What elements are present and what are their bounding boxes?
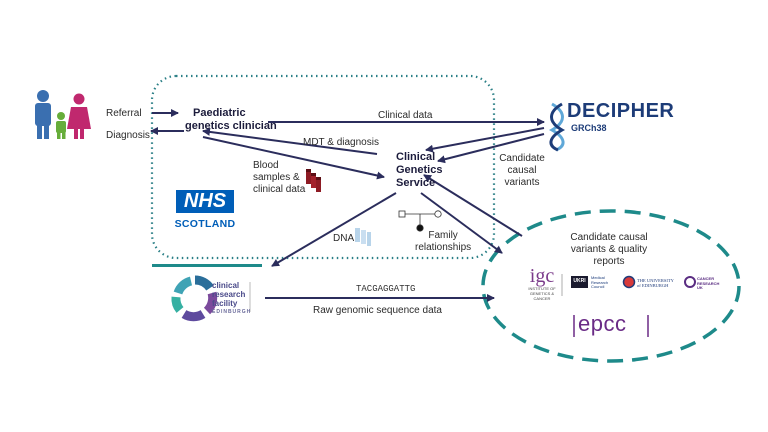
arrow-mdt-diagnosis (202, 127, 378, 155)
candidate-line2: causal (507, 165, 537, 176)
cruk-logo: CANCER RESEARCH UK (697, 276, 720, 291)
clinical-genetics-line1: Clinical (396, 151, 436, 163)
dna-tube-icon (355, 228, 371, 246)
candidate-quality-label: Candidate causal variants & quality repo… (563, 232, 655, 268)
grch38-label: GRCh38 (571, 123, 607, 133)
arrow-quality-reports (423, 174, 523, 237)
clinical-genetics-line3: Service (396, 177, 436, 189)
candidate-variants-label: Candidate causal variants (496, 153, 548, 189)
uoe-line2: of EDINBURGH (637, 283, 669, 288)
igc-logo-text: igc (529, 265, 555, 287)
analysis-partners-boundary (481, 209, 741, 363)
sequence-label: TACGAGGATTG (356, 284, 416, 294)
mdt-diagnosis-label: MDT & diagnosis (303, 137, 379, 148)
uoe-line1: THE UNIVERSITY (637, 278, 674, 283)
candidate-quality-line2: variants & quality (570, 244, 648, 255)
uoe-logo: THE UNIVERSITY of EDINBURGH (637, 278, 674, 288)
crf-line2: research (212, 290, 246, 299)
cruk-icon (684, 276, 696, 288)
cruk-line3: UK (697, 285, 703, 290)
candidate-line3: variants (504, 177, 540, 188)
arrow-dna (271, 192, 397, 267)
mrc-line1: Medical (591, 275, 605, 280)
igc-sub1: INSTITUTE OF (528, 286, 556, 291)
hospital-boundary (150, 74, 496, 260)
paediatric-clinician-node: Paediatric genetics clinician (185, 107, 277, 133)
paediatric-clinician-line1: Paediatric (193, 107, 246, 119)
family-line1: Family (428, 230, 458, 241)
paediatric-clinician-line2: genetics clinician (185, 120, 277, 132)
raw-genomic-label: Raw genomic sequence data (313, 305, 442, 316)
crf-line4: EDINBURGH (212, 309, 252, 315)
nhs-logo (176, 190, 234, 213)
epcc-logo: epcc (578, 311, 627, 336)
cruk-line1: CANCER (697, 276, 715, 281)
igc-sub2: GENETICS & CANCER (529, 291, 555, 301)
blood-tubes-icon (306, 169, 321, 192)
blood-line2: samples & (253, 172, 300, 183)
crf-divider-bar (152, 264, 262, 267)
candidate-quality-line1: Candidate causal (570, 232, 648, 243)
crf-ring-logo (171, 275, 218, 322)
crf-line3: facility (212, 299, 238, 308)
family-relationships-label: Family relationships (415, 230, 471, 254)
arrow-mdt-back (425, 127, 545, 153)
clinical-data-label: Clinical data (378, 110, 433, 121)
mrc-line2: Research (591, 279, 609, 285)
cruk-line2: RESEARCH (697, 280, 720, 286)
crf-line1: clinical (212, 281, 240, 290)
clinical-genetics-line2: Genetics (396, 164, 443, 176)
blood-line3: clinical data (253, 184, 306, 195)
mrc-line3: Council (591, 284, 605, 289)
ukri-text: UKRI (573, 278, 586, 284)
arrow-clinician-to-service (202, 136, 385, 180)
igc-logo: igc INSTITUTE OF GENETICS & CANCER (522, 266, 562, 301)
diagnosis-label: Diagnosis (106, 130, 150, 141)
mrc-logo: Medical Research Council (591, 275, 609, 290)
pedigree-icon (398, 210, 442, 232)
decipher-helix-icon (548, 102, 566, 152)
blood-samples-label: Blood samples & clinical data (253, 160, 305, 196)
family-line2: relationships (415, 242, 472, 253)
ukri-logo (571, 276, 588, 288)
referral-label: Referral (106, 108, 142, 119)
dna-label: DNA (333, 233, 355, 244)
candidate-quality-line3: reports (593, 256, 625, 267)
family-icon (35, 90, 91, 139)
candidate-line1: Candidate (499, 153, 545, 164)
clinical-genetics-node: Clinical Genetics Service (396, 151, 442, 190)
nhs-logo-text: NHS (183, 190, 227, 212)
uoe-crest-icon (622, 275, 636, 289)
arrow-family-relationships (420, 192, 503, 254)
crf-logo-text: clinical research facility EDINBURGH (212, 281, 251, 317)
decipher-logo: DECIPHER (567, 100, 675, 122)
arrow-candidate-variants (437, 133, 545, 164)
scotland-logo-text: SCOTLAND (174, 218, 236, 230)
blood-line1: Blood (253, 160, 279, 171)
